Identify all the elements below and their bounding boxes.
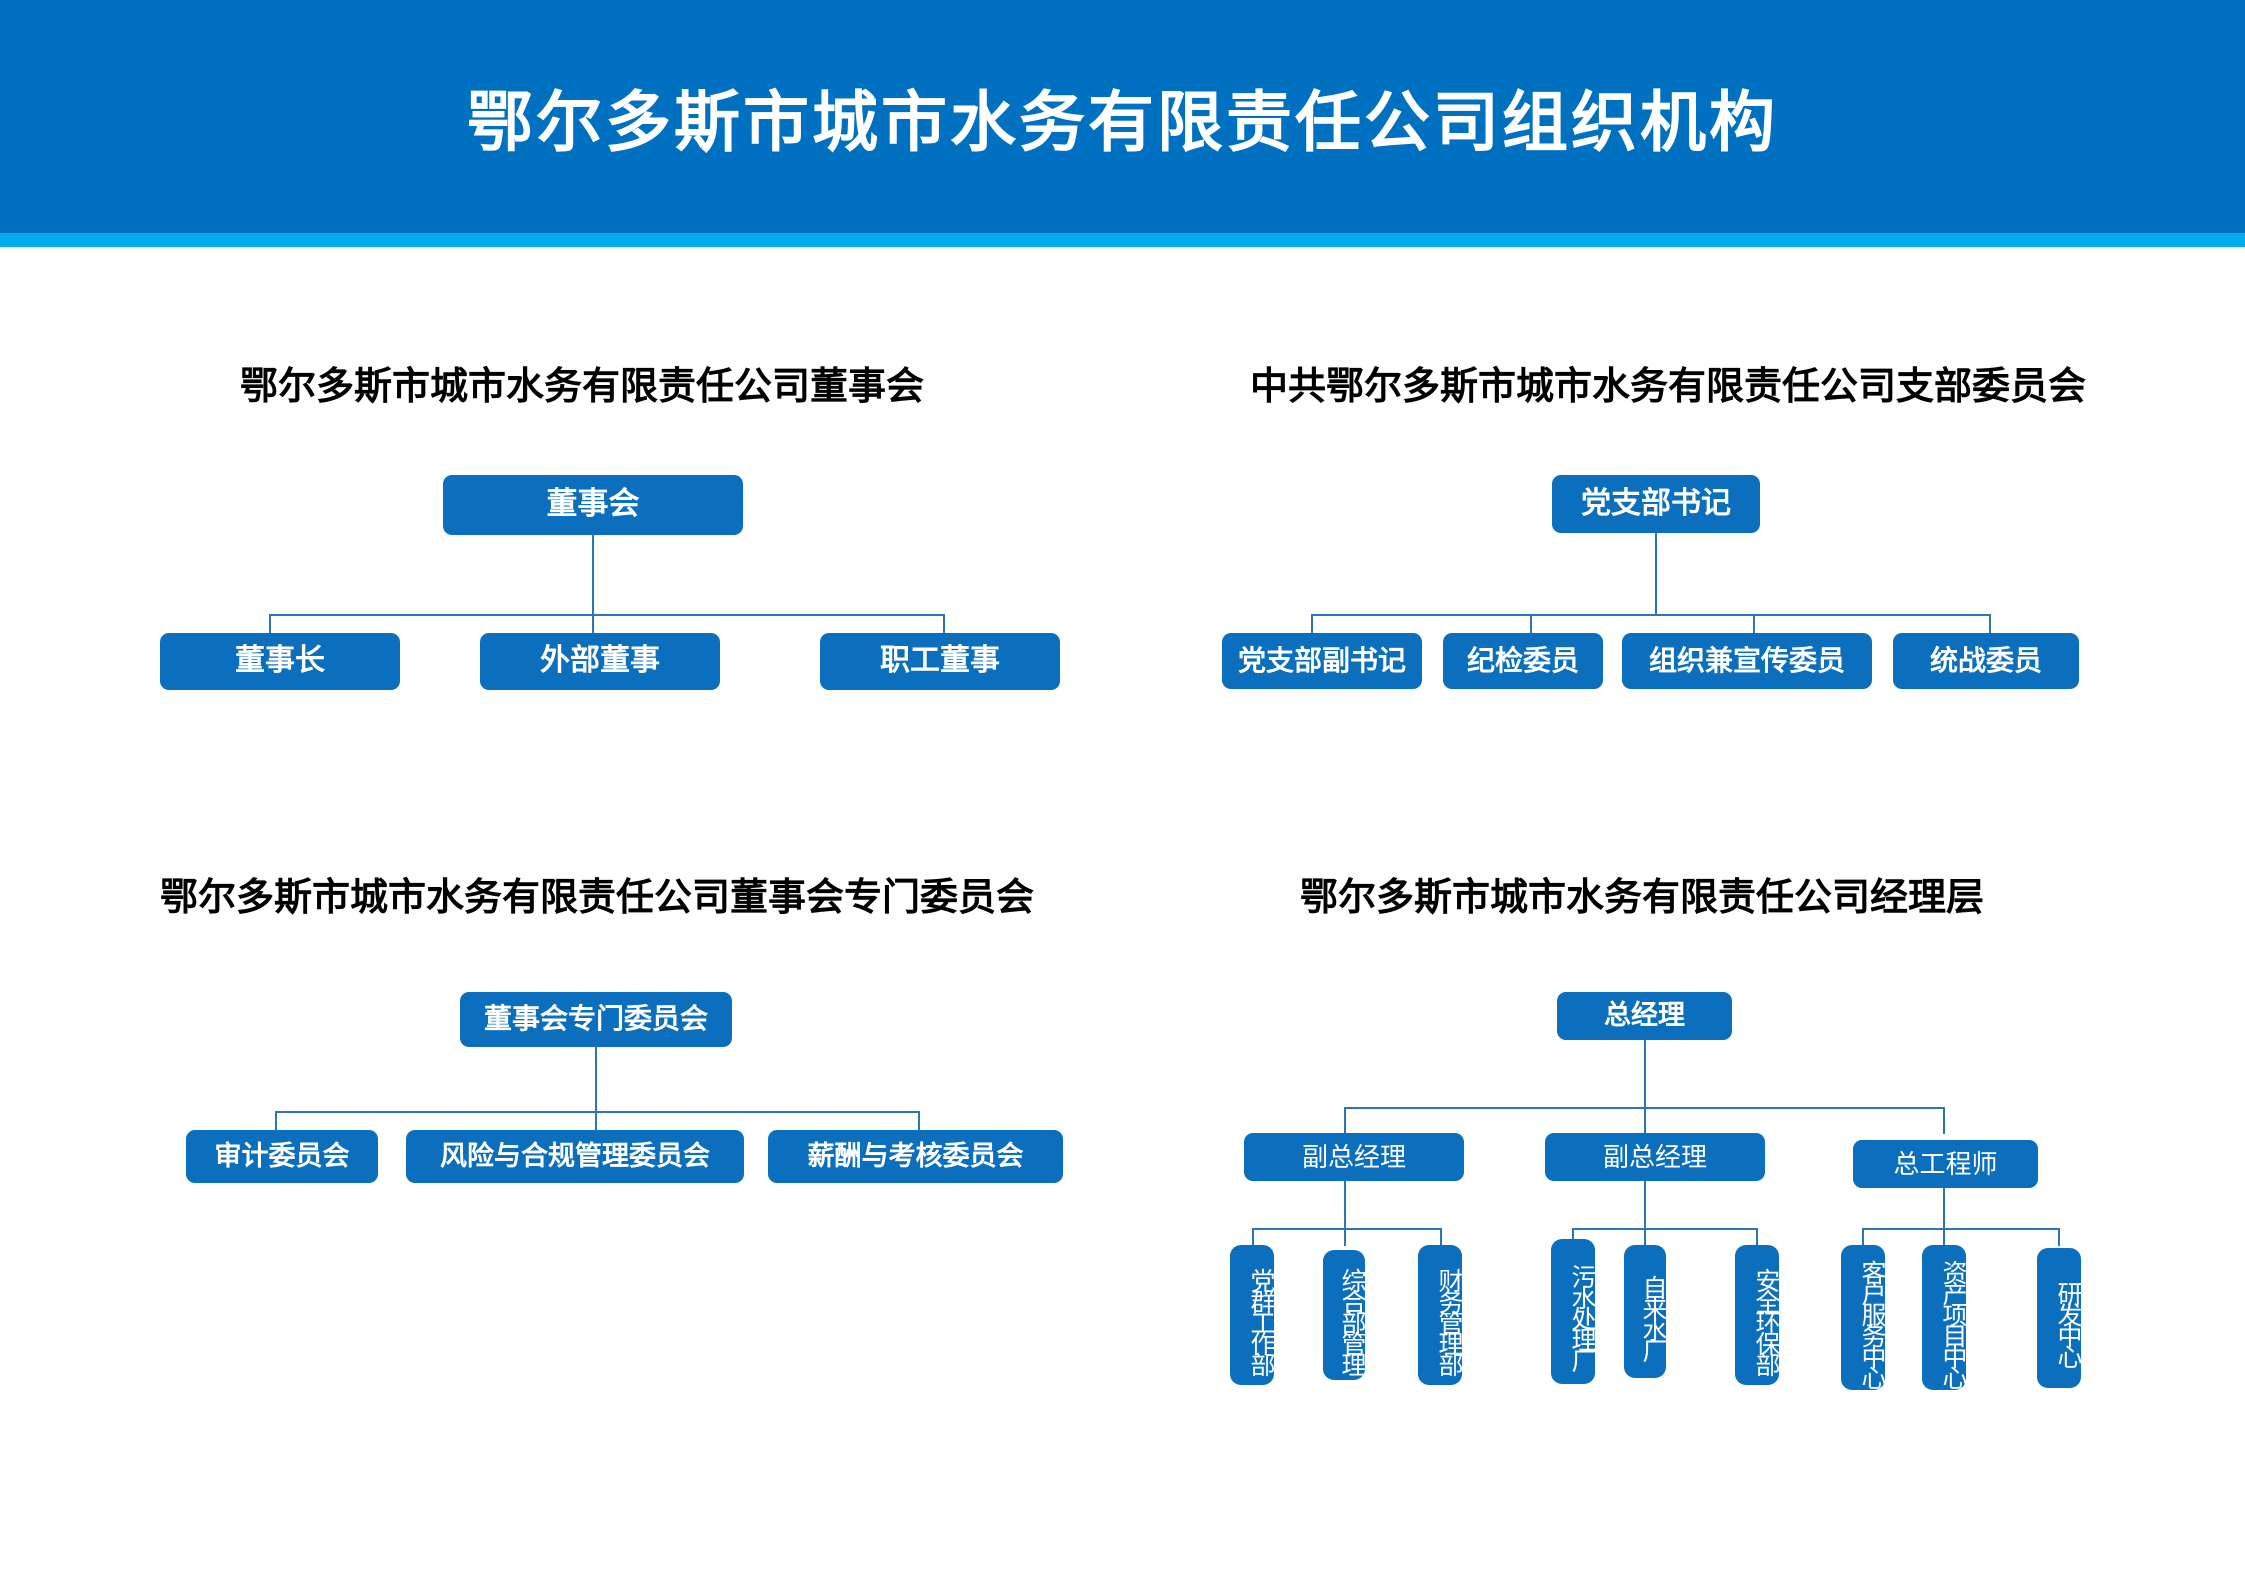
node-gm-dept-0-1[interactable]: 综合部管理 [1323,1250,1366,1380]
connector-drop [1440,1228,1442,1246]
connector-drop [1989,614,1991,635]
connector-drop [1311,614,1313,635]
page-banner: 鄂尔多斯市城市水务有限责任公司组织机构 [0,0,2245,233]
node-party-child-2[interactable]: 组织兼宣传委员 [1622,633,1872,689]
node-gm-branch-0[interactable]: 副总经理 [1244,1133,1464,1181]
node-gm-dept-1-0[interactable]: 污水处理厂 [1551,1239,1596,1384]
connector-drop [269,614,271,635]
section-title-management-layer: 鄂尔多斯市城市水务有限责任公司经理层 [1300,874,1985,919]
connector-drop [1753,614,1755,635]
section-title-board-of-directors: 鄂尔多斯市城市水务有限责任公司董事会 [240,363,925,408]
connector-bus [1311,614,1991,616]
connector-trunk [595,1047,597,1112]
connector-drop [1943,1228,1945,1246]
banner-accent-strip [0,233,2245,247]
connector-drop [2058,1228,2060,1246]
connector-drop [943,614,945,635]
connector-drop [592,614,594,635]
node-gm-branch-2[interactable]: 总工程师 [1853,1140,2038,1188]
node-gm-dept-2-1[interactable]: 资产项目中心 [1922,1245,1967,1390]
node-gm-dept-0-0[interactable]: 党群工作部 [1230,1245,1275,1385]
node-gm-root[interactable]: 总经理 [1557,992,1732,1040]
connector-drop [1572,1228,1574,1240]
section-title-party-branch-committee: 中共鄂尔多斯市城市水务有限责任公司支部委员会 [1250,363,2087,408]
connector-trunk [1644,1181,1646,1229]
node-committee-child-2[interactable]: 薪酬与考核委员会 [768,1130,1063,1183]
connector-drop [1252,1228,1254,1246]
connector-drop [1344,1228,1346,1246]
section-title-board-special-committees: 鄂尔多斯市城市水务有限责任公司董事会专门委员会 [160,874,1035,919]
node-gm-dept-2-0[interactable]: 客户服务中心 [1841,1245,1886,1390]
node-party-child-0[interactable]: 党支部副书记 [1222,633,1422,689]
connector-bus [1572,1228,1758,1230]
node-committee-child-1[interactable]: 风险与合规管理委员会 [406,1130,744,1183]
connector-drop [595,1111,597,1131]
node-committee-root[interactable]: 董事会专门委员会 [460,992,732,1047]
node-party-root[interactable]: 党支部书记 [1552,475,1760,533]
connector-trunk [1644,1040,1646,1108]
connector-trunk [1655,533,1657,615]
connector-bus [275,1111,920,1113]
node-board-child-1[interactable]: 外部董事 [480,633,720,690]
node-board-child-2[interactable]: 职工董事 [820,633,1060,690]
node-board-root[interactable]: 董事会 [443,475,743,535]
connector-trunk [1344,1181,1346,1229]
connector-drop [918,1111,920,1131]
node-board-child-0[interactable]: 董事长 [160,633,400,690]
connector-trunk [592,535,594,615]
connector-drop [275,1111,277,1131]
node-gm-branch-1[interactable]: 副总经理 [1545,1133,1765,1181]
node-committee-child-0[interactable]: 审计委员会 [186,1130,378,1183]
connector-drop [1530,614,1532,635]
connector-drop [1943,1107,1945,1134]
node-gm-dept-2-2[interactable]: 研发中心 [2037,1248,2082,1388]
connector-bus [270,614,945,616]
node-party-child-3[interactable]: 统战委员 [1893,633,2079,689]
connector-bus [1862,1228,2060,1230]
connector-drop [1756,1228,1758,1246]
connector-drop [1344,1107,1346,1134]
connector-drop [1644,1107,1646,1134]
connector-drop [1862,1228,1864,1246]
connector-trunk [1943,1188,1945,1230]
connector-drop [1644,1228,1646,1246]
node-gm-dept-1-1[interactable]: 自来水厂 [1624,1245,1667,1378]
connector-bus [1252,1228,1442,1230]
page-title: 鄂尔多斯市城市水务有限责任公司组织机构 [467,83,1778,161]
node-party-child-1[interactable]: 纪检委员 [1443,633,1603,689]
node-gm-dept-1-2[interactable]: 安全环保部 [1735,1245,1780,1385]
node-gm-dept-0-2[interactable]: 财务管理部 [1418,1245,1463,1385]
